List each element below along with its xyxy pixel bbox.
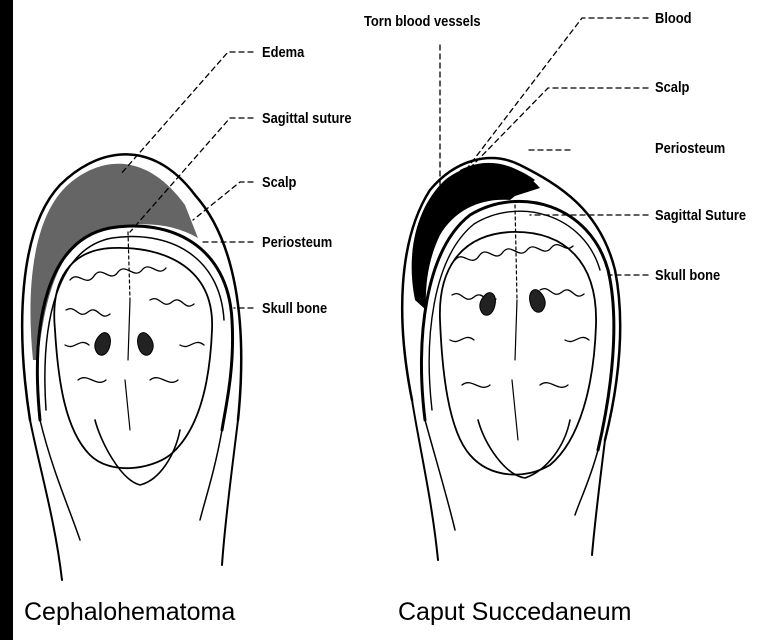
label-torn-blood-vessels: Torn blood vessels	[364, 14, 481, 29]
cephalohematoma-head	[22, 154, 241, 580]
left-neck	[30, 420, 238, 580]
left-sagittal-suture	[128, 232, 130, 300]
leader-scalp-right	[470, 88, 648, 168]
label-edema: Edema	[262, 45, 304, 60]
leader-blood	[462, 18, 648, 175]
label-blood: Blood	[655, 11, 692, 26]
left-ventricles	[95, 333, 153, 356]
right-neck	[412, 400, 605, 560]
label-scalp-left: Scalp	[262, 175, 296, 190]
label-periosteum-left: Periosteum	[262, 235, 332, 250]
right-brain-gyri	[450, 245, 589, 388]
caput-succedaneum-head	[402, 158, 620, 560]
label-skull-bone-left: Skull bone	[262, 301, 327, 316]
label-sagittal-suture-right: Sagittal Suture	[655, 208, 746, 223]
leader-lines	[120, 18, 648, 308]
left-brain-gyri	[65, 267, 204, 382]
right-cerebellum	[478, 420, 570, 478]
caption-cephalohematoma: Cephalohematoma	[24, 600, 235, 625]
label-skull-bone-right: Skull bone	[655, 268, 720, 283]
left-skull-outline	[37, 226, 232, 430]
leader-scalp-left	[193, 182, 253, 220]
left-midline	[125, 300, 130, 430]
left-periosteum-line	[45, 237, 224, 410]
right-periosteum-line	[429, 211, 600, 410]
right-ventricles	[480, 290, 545, 316]
left-brain-outline	[54, 248, 212, 468]
caption-caput-succedaneum: Caput Succedaneum	[398, 600, 631, 625]
label-periosteum-right: Periosteum	[655, 141, 725, 156]
left-cerebellum	[95, 420, 180, 485]
label-sagittal-suture-left: Sagittal suture	[262, 111, 352, 126]
right-midline	[512, 300, 518, 440]
label-scalp-right: Scalp	[655, 80, 689, 95]
